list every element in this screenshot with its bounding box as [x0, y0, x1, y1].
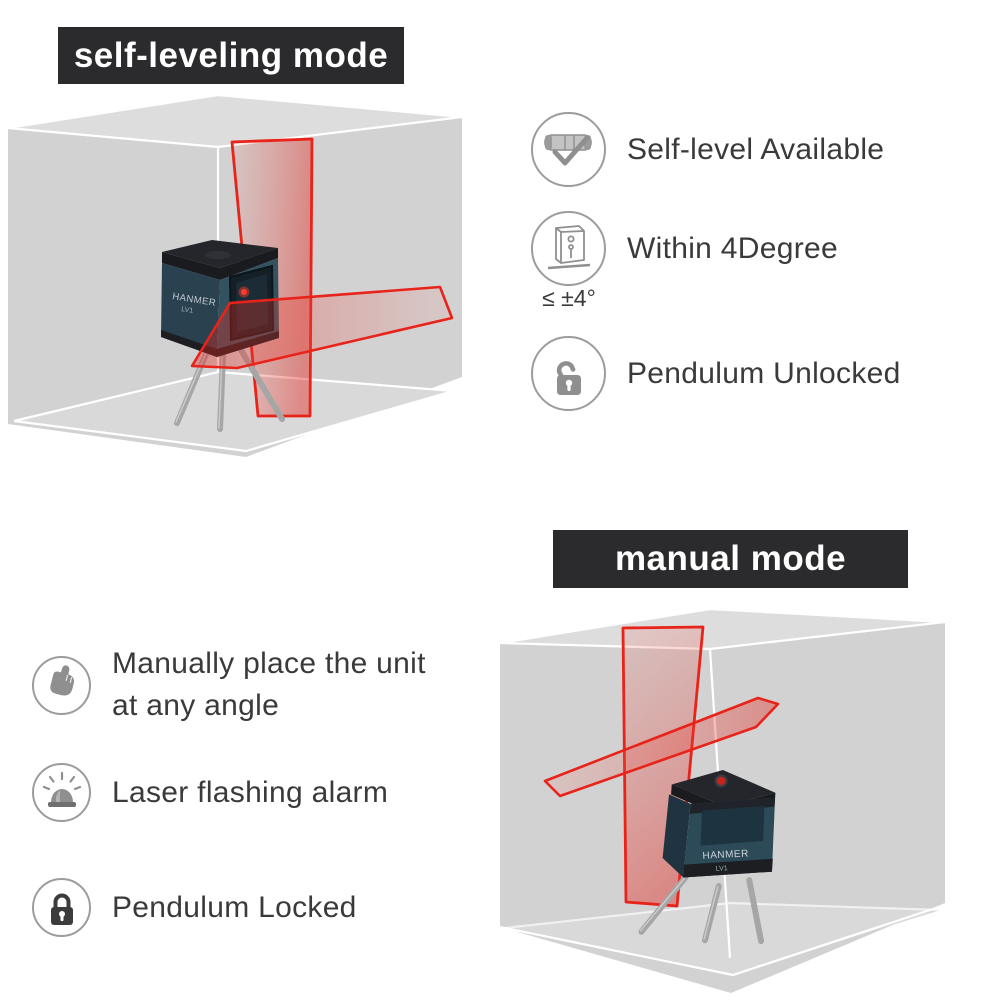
padlock-open-icon: [531, 336, 606, 411]
device-brand-text: HANMER: [702, 848, 749, 861]
power-button: [716, 776, 726, 786]
feature-label: Pendulum Unlocked: [627, 356, 901, 390]
feature-pendulum-locked: Pendulum Locked: [32, 878, 357, 937]
feature-label: Within 4Degree: [627, 231, 838, 265]
padlock-closed-icon: [32, 878, 91, 937]
feature-self-level-available: Self-level Available: [531, 112, 884, 187]
feature-label: Laser flashing alarm: [112, 775, 389, 809]
manual-mode-banner: manual mode: [553, 530, 908, 588]
device-model-text: LV1: [181, 306, 194, 315]
feature-pendulum-unlocked: Pendulum Unlocked: [531, 336, 901, 411]
laser-level-device-tilted: HANMER LV1: [638, 770, 776, 945]
feature-label: Self-level Available: [627, 132, 885, 166]
within-4-degree-sub-label: ≤ ±4°: [542, 285, 596, 311]
self-leveling-banner: self-leveling mode: [58, 27, 404, 84]
feature-laser-flashing-alarm: Laser flashing alarm: [32, 763, 388, 822]
self-leveling-room-illustration: HANMER LV1: [7, 93, 463, 457]
device-model-text: LV1: [716, 865, 728, 873]
horizontal-laser-plane-tilted: [543, 696, 780, 798]
manual-mode-banner-label: manual mode: [614, 539, 847, 578]
pointing-hand-icon: [32, 655, 91, 715]
siren-icon: [32, 763, 91, 822]
manual-mode-room-illustration: HANMER LV1: [499, 607, 946, 993]
laser-emitter-dot: [241, 289, 247, 295]
feature-within-4-degree: Within 4Degree: [531, 211, 838, 286]
horizontal-laser-plane: [190, 285, 454, 370]
self-leveling-banner-label: self-leveling mode: [73, 35, 389, 75]
level-vial-check-icon: [531, 112, 606, 187]
feature-label: Pendulum Locked: [112, 890, 357, 924]
pendulum-device-icon: [531, 211, 606, 286]
